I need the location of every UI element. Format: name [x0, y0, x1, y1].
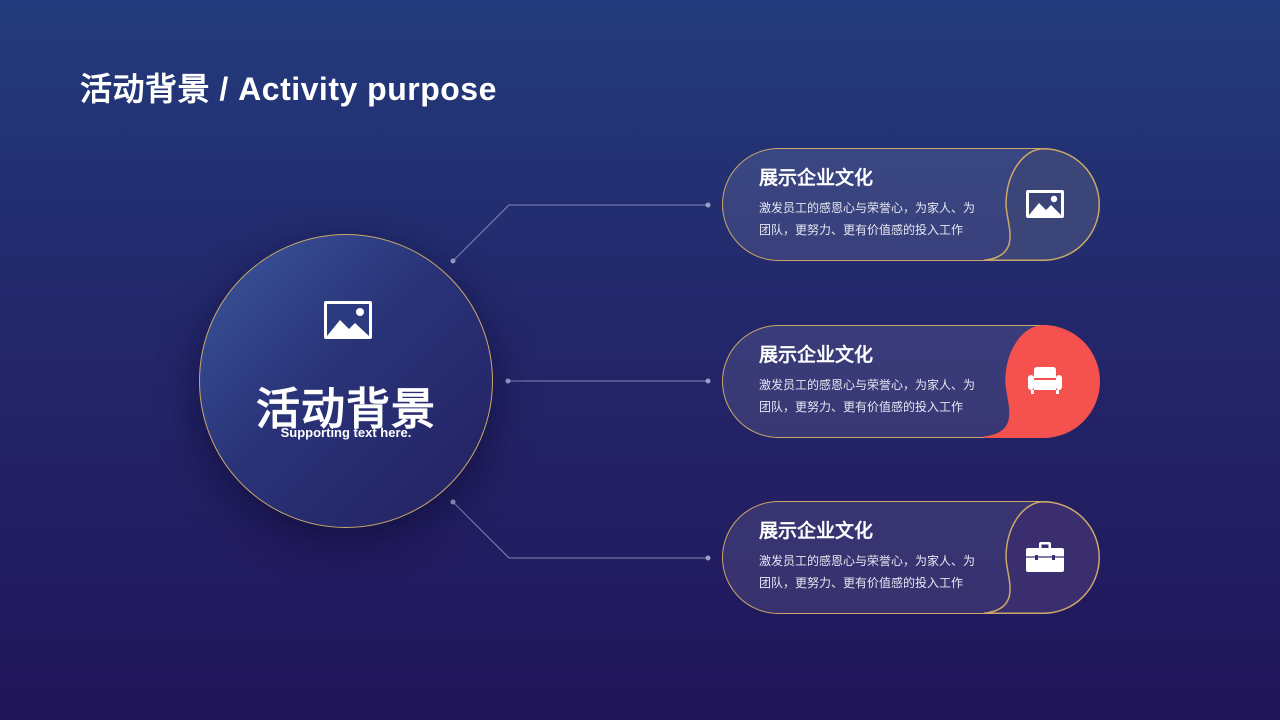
connector-top: [452, 204, 708, 262]
center-title: 活动背景: [256, 385, 436, 434]
card-3: 展示企业文化 激发员工的感恩心与荣誉心，为家人、为团队，更努力、更有价值感的投入…: [722, 500, 1100, 614]
card-title: 展示企业文化: [759, 521, 874, 542]
connector-dot: [505, 378, 511, 384]
card-description: 激发员工的感恩心与荣誉心，为家人、为团队，更努力、更有价值感的投入工作: [759, 201, 976, 237]
connector-dot: [705, 555, 711, 561]
sofa-icon: [1028, 367, 1062, 394]
card-title: 展示企业文化: [759, 345, 874, 366]
center-circle: 活动背景 Supporting text here.: [199, 234, 493, 528]
connector-dot: [450, 499, 456, 505]
card-title: 展示企业文化: [759, 168, 874, 189]
card-description: 激发员工的感恩心与荣誉心，为家人、为团队，更努力、更有价值感的投入工作: [759, 554, 976, 590]
card-2: 展示企业文化 激发员工的感恩心与荣誉心，为家人、为团队，更努力、更有价值感的投入…: [722, 324, 1100, 438]
connector-dot: [450, 258, 456, 264]
image-icon: [1026, 190, 1064, 218]
page-title: 活动背景 / Activity purpose: [80, 71, 497, 107]
briefcase-icon: [1026, 542, 1064, 572]
image-icon: [324, 301, 372, 339]
connector-dot: [705, 378, 711, 384]
card-1: 展示企业文化 激发员工的感恩心与荣誉心，为家人、为团队，更努力、更有价值感的投入…: [722, 147, 1100, 261]
center-subtitle: Supporting text here.: [280, 425, 412, 440]
connector-dot: [705, 202, 711, 208]
connector-bottom: [452, 501, 708, 559]
card-description: 激发员工的感恩心与荣誉心，为家人、为团队，更努力、更有价值感的投入工作: [759, 378, 976, 414]
